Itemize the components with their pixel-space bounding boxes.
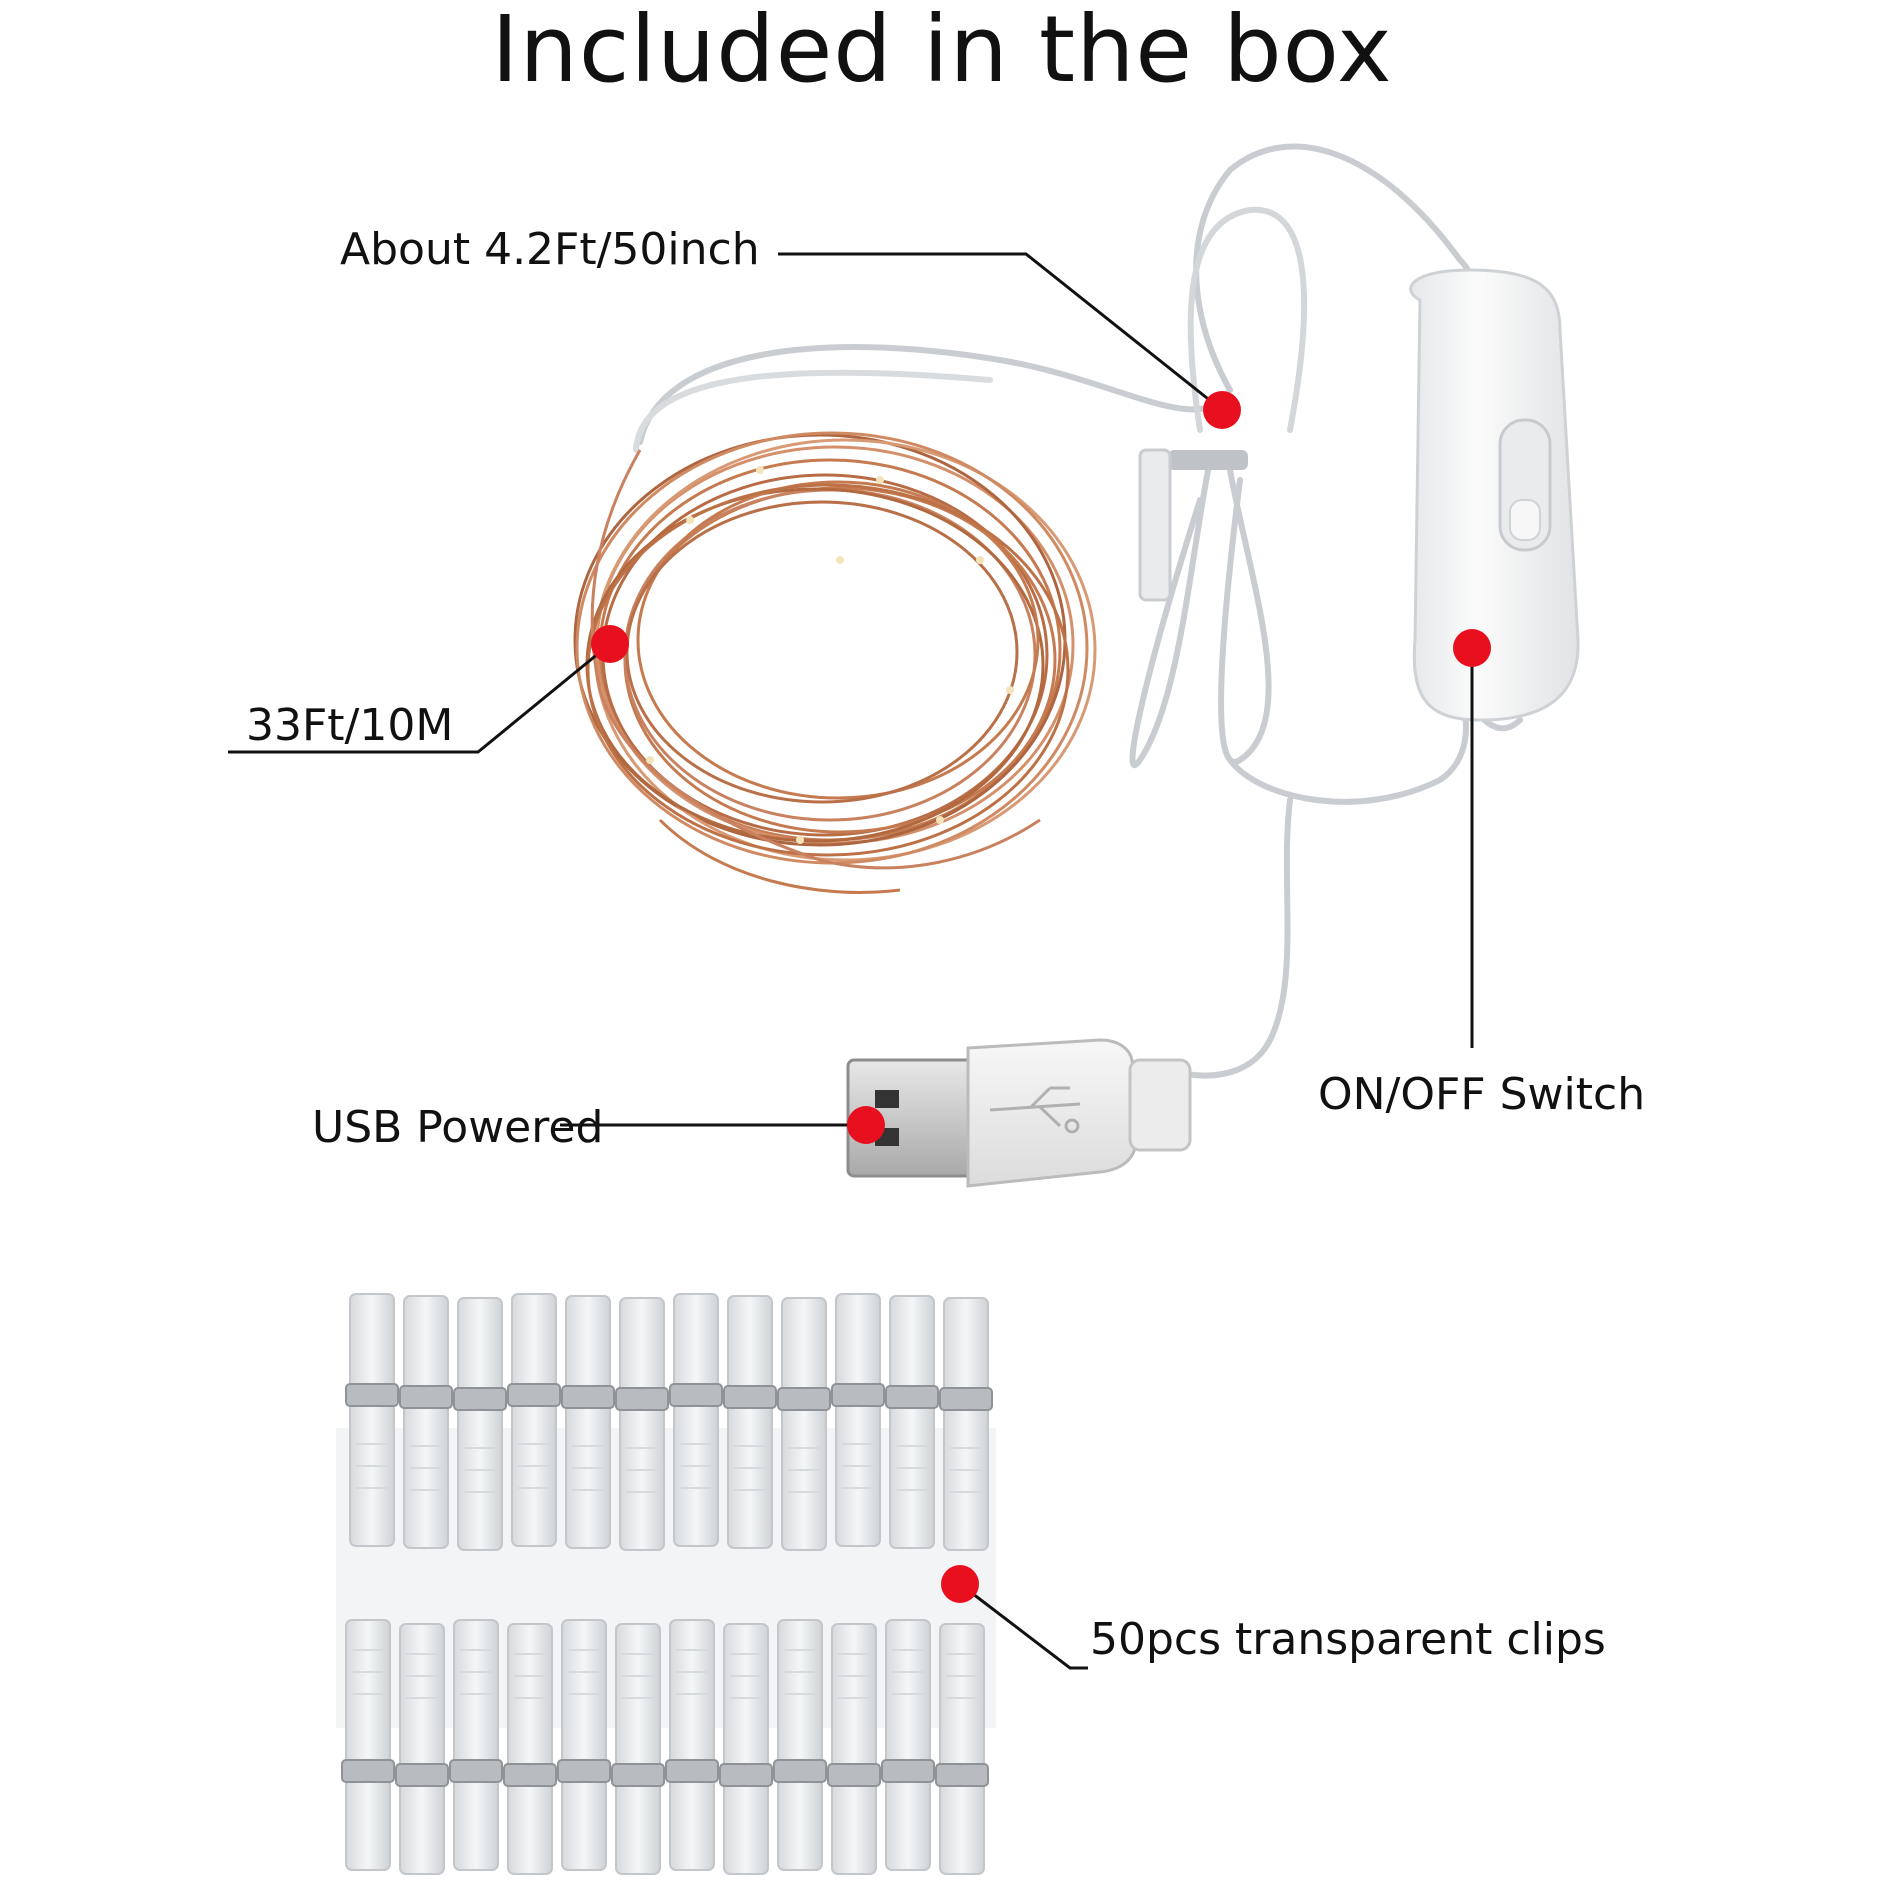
marker-usb: [847, 1106, 885, 1144]
marker-wire: [591, 625, 629, 663]
callout-wire-length: 33Ft/10M: [246, 700, 454, 751]
leader-clips: [959, 1582, 1088, 1670]
transparent-clip: [939, 1297, 993, 1551]
transparent-clip: [885, 1295, 939, 1549]
transparent-clip: [665, 1619, 719, 1871]
transparent-clip: [557, 1619, 611, 1871]
transparent-clip: [831, 1293, 885, 1547]
transparent-clip: [341, 1619, 395, 1871]
marker-cable: [1203, 391, 1241, 429]
transparent-clip: [503, 1623, 557, 1875]
transparent-clip: [723, 1295, 777, 1549]
transparent-clip: [561, 1295, 615, 1549]
transparent-clip: [611, 1623, 665, 1875]
callout-switch: ON/OFF Switch: [1318, 1069, 1646, 1120]
transparent-clip: [773, 1619, 827, 1871]
transparent-clip: [449, 1619, 503, 1871]
led-beads: [606, 466, 1014, 844]
clips-group: [336, 1293, 996, 1875]
cable-bundle: [633, 143, 1523, 1079]
leader-cable: [778, 252, 1223, 412]
transparent-clip: [453, 1297, 507, 1551]
callout-clips: 50pcs transparent clips: [1090, 1614, 1606, 1665]
transparent-clip: [881, 1619, 935, 1871]
marker-clips: [941, 1565, 979, 1603]
page-title: Included in the box: [491, 0, 1393, 103]
transparent-clip: [719, 1623, 773, 1875]
copper-wire-coil: [573, 431, 1097, 894]
transparent-clip: [827, 1623, 881, 1875]
transparent-clip: [615, 1297, 669, 1551]
usb-trident-icon: [989, 1086, 1081, 1134]
transparent-clip: [507, 1293, 561, 1547]
callout-markers: [591, 391, 1491, 1603]
marker-switch: [1453, 629, 1491, 667]
inline-switch: [1409, 268, 1580, 722]
transparent-clip: [399, 1295, 453, 1549]
usb-plug: [846, 1038, 1192, 1188]
callout-cable-length: About 4.2Ft/50inch: [340, 224, 760, 275]
transparent-clip: [669, 1293, 723, 1547]
leader-wire: [228, 642, 611, 754]
transparent-clip: [935, 1623, 989, 1875]
transparent-clip: [777, 1297, 831, 1551]
leader-lines: [228, 252, 1474, 1670]
transparent-clip: [395, 1623, 449, 1875]
cable-tie: [1168, 450, 1248, 470]
cable-tag: [1138, 448, 1172, 602]
callout-usb-powered: USB Powered: [312, 1102, 604, 1153]
transparent-clip: [345, 1293, 399, 1547]
